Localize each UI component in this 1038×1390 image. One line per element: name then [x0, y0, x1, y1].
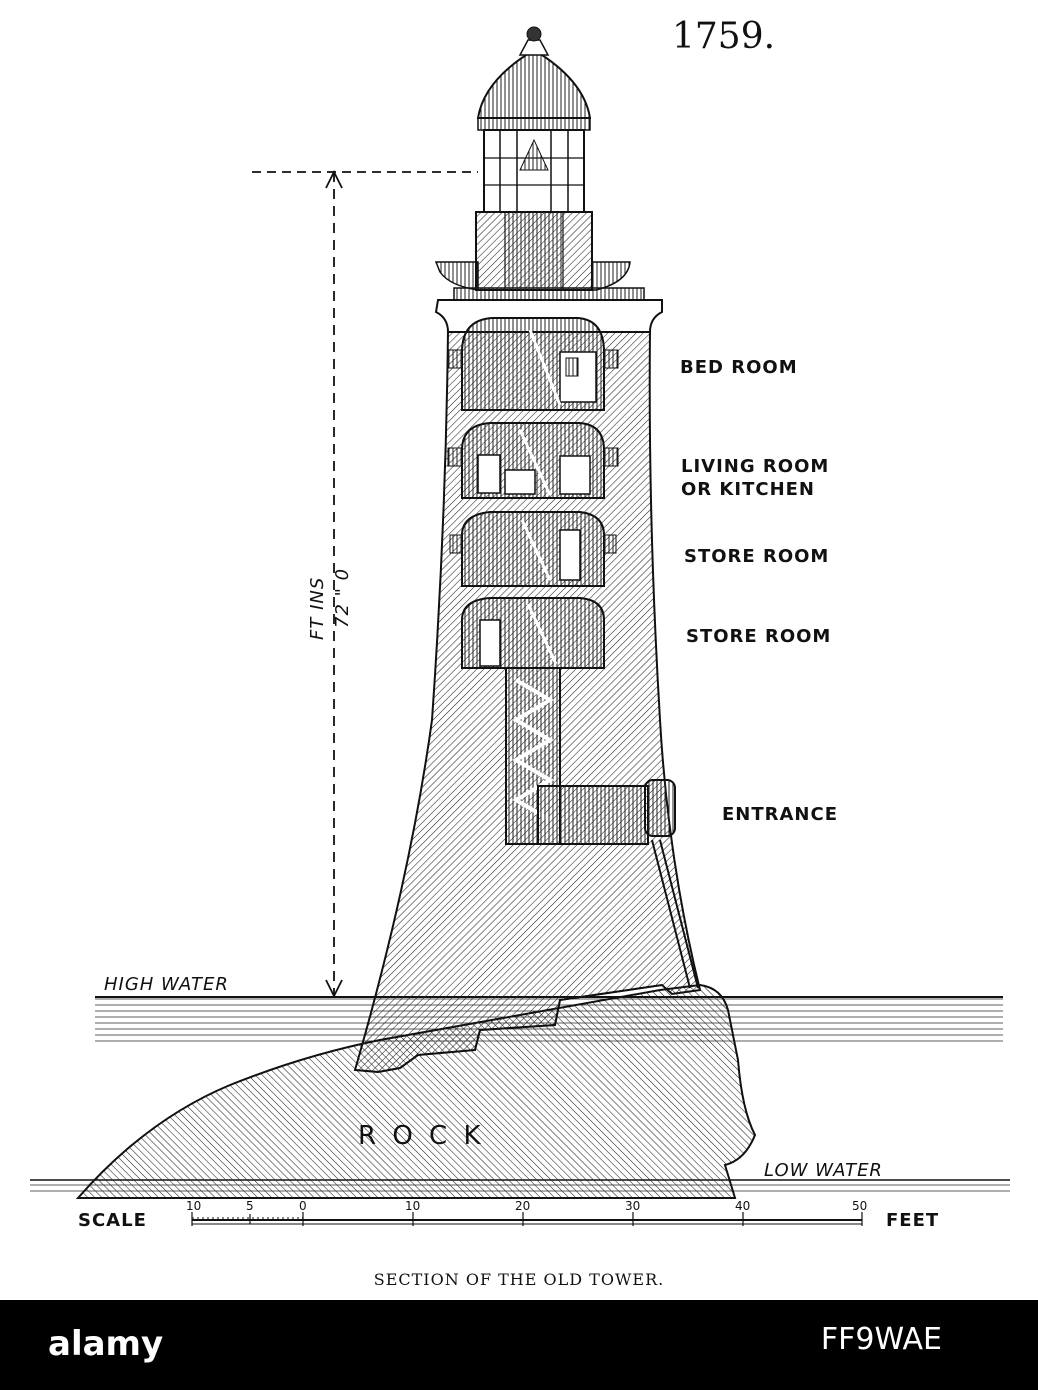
label-or-kitchen: OR KITCHEN — [681, 479, 815, 500]
label-bed-room: BED ROOM — [680, 357, 798, 378]
scale-label: SCALE — [78, 1210, 147, 1231]
room-store-1 — [461, 511, 605, 587]
scale-tick-0: 10 — [186, 1199, 201, 1213]
scale-tick-5: 30 — [625, 1199, 640, 1213]
ladder — [651, 839, 699, 989]
scale-tick-7: 50 — [852, 1199, 867, 1213]
scale-tick-4: 20 — [515, 1199, 530, 1213]
height-dimension — [252, 169, 478, 999]
lantern — [476, 26, 592, 213]
rock — [75, 983, 757, 1199]
label-store-room-1: STORE ROOM — [684, 546, 829, 567]
room-living — [461, 422, 605, 499]
watermark-logo: alamy — [48, 1324, 164, 1364]
label-low-water: LOW WATER — [764, 1160, 883, 1181]
label-store-room-2: STORE ROOM — [686, 626, 831, 647]
watermark-image-id: FF9WAE — [820, 1322, 942, 1357]
entrance-passage — [537, 779, 676, 845]
scale-tick-6: 40 — [735, 1199, 750, 1213]
figure-caption: SECTION OF THE OLD TOWER. — [374, 1270, 664, 1289]
label-rock: R O C K — [358, 1121, 485, 1151]
room-bed — [461, 317, 605, 411]
label-high-water: HIGH WATER — [104, 974, 229, 995]
lighthouse-section-diagram: 1759. — [30, 16, 1010, 1289]
label-entrance: ENTRANCE — [722, 804, 838, 825]
height-unit-label: FT INS — [307, 577, 328, 640]
room-store-2 — [461, 597, 605, 669]
scale-tick-1: 5 — [246, 1199, 254, 1213]
watermark-band — [0, 1300, 1038, 1390]
scale-tick-2: 0 — [299, 1199, 307, 1213]
scale-tick-3: 10 — [405, 1199, 420, 1213]
height-value-label: 72 " 0 — [332, 568, 353, 628]
scale-unit: FEET — [886, 1210, 939, 1231]
year-label: 1759. — [672, 16, 775, 57]
label-living-room: LIVING ROOM — [681, 456, 829, 477]
scale-bar — [191, 1212, 863, 1226]
watermark: alamy FF9WAE — [0, 1300, 1038, 1390]
